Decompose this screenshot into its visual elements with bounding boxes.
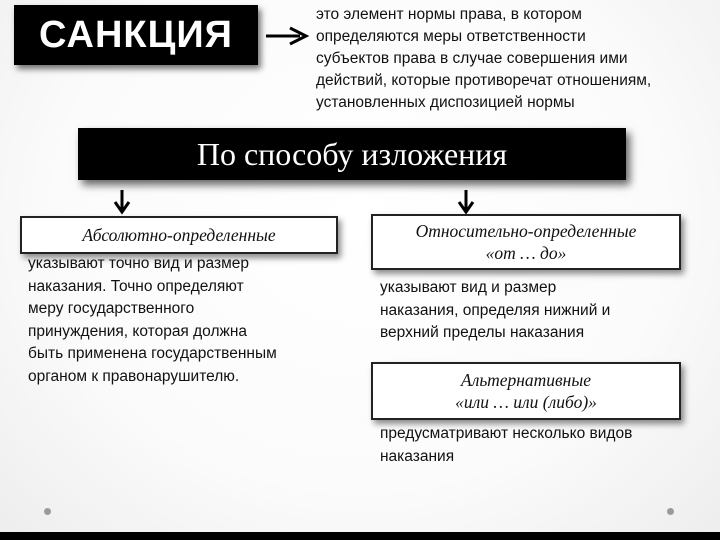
absolute-desc-line: органом к правонарушителю. [28, 367, 240, 385]
decorative-dot [44, 508, 51, 515]
alternative-category-box: Альтернативные «или … или (либо)» [371, 362, 681, 420]
relative-description: указывают вид и размер наказания, опреде… [380, 277, 700, 345]
absolute-desc-line: указывают точно вид и размер [28, 255, 249, 272]
alternative-desc-line: наказания [380, 447, 455, 465]
sanction-definition: это элемент нормы права, в котором опред… [316, 4, 712, 114]
absolute-desc-line: наказания. Точно определяют [28, 277, 244, 295]
definition-line: определяются меры ответственности [316, 28, 586, 45]
arrow-down-icon [113, 190, 131, 215]
absolute-desc-line: принуждения, которая должна [28, 322, 248, 340]
definition-line: установленных диспозицией нормы [316, 94, 575, 111]
bottom-border [0, 532, 720, 540]
relative-desc-line: верхний пределы наказания [380, 324, 585, 341]
alternative-desc-line: предусматривают несколько видов [380, 425, 633, 442]
absolute-desc-line: меру государственного [28, 300, 195, 317]
arrow-right-icon [266, 26, 310, 46]
absolute-category-box: Абсолютно-определенные [20, 216, 338, 254]
absolute-category-label: Абсолютно-определенные [82, 225, 276, 245]
definition-line: субъектов права в случае совершения ими [316, 50, 628, 67]
definition-line: действий, которые противоречат отношения… [316, 72, 652, 89]
alternative-category-options: «или … или (либо)» [455, 392, 597, 412]
alternative-description: предусматривают несколько видов наказани… [380, 423, 700, 468]
absolute-description: указывают точно вид и размер наказания. … [28, 253, 348, 388]
arrow-down-icon [457, 190, 475, 215]
classification-header: По способу изложения [78, 128, 626, 180]
title-sanction: САНКЦИЯ [14, 5, 258, 65]
decorative-dot [667, 508, 674, 515]
relative-category-range: «от … до» [485, 243, 567, 263]
absolute-desc-line: быть применена государственным [28, 345, 277, 362]
alternative-category-label: Альтернативные [461, 370, 591, 390]
relative-desc-line: указывают вид и размер [380, 279, 557, 296]
relative-category-box: Относительно-определенные «от … до» [371, 214, 681, 270]
definition-line: это элемент нормы права, в котором [316, 6, 582, 23]
relative-category-label: Относительно-определенные [415, 221, 637, 241]
relative-desc-line: наказания, определяя нижний и [380, 301, 611, 319]
